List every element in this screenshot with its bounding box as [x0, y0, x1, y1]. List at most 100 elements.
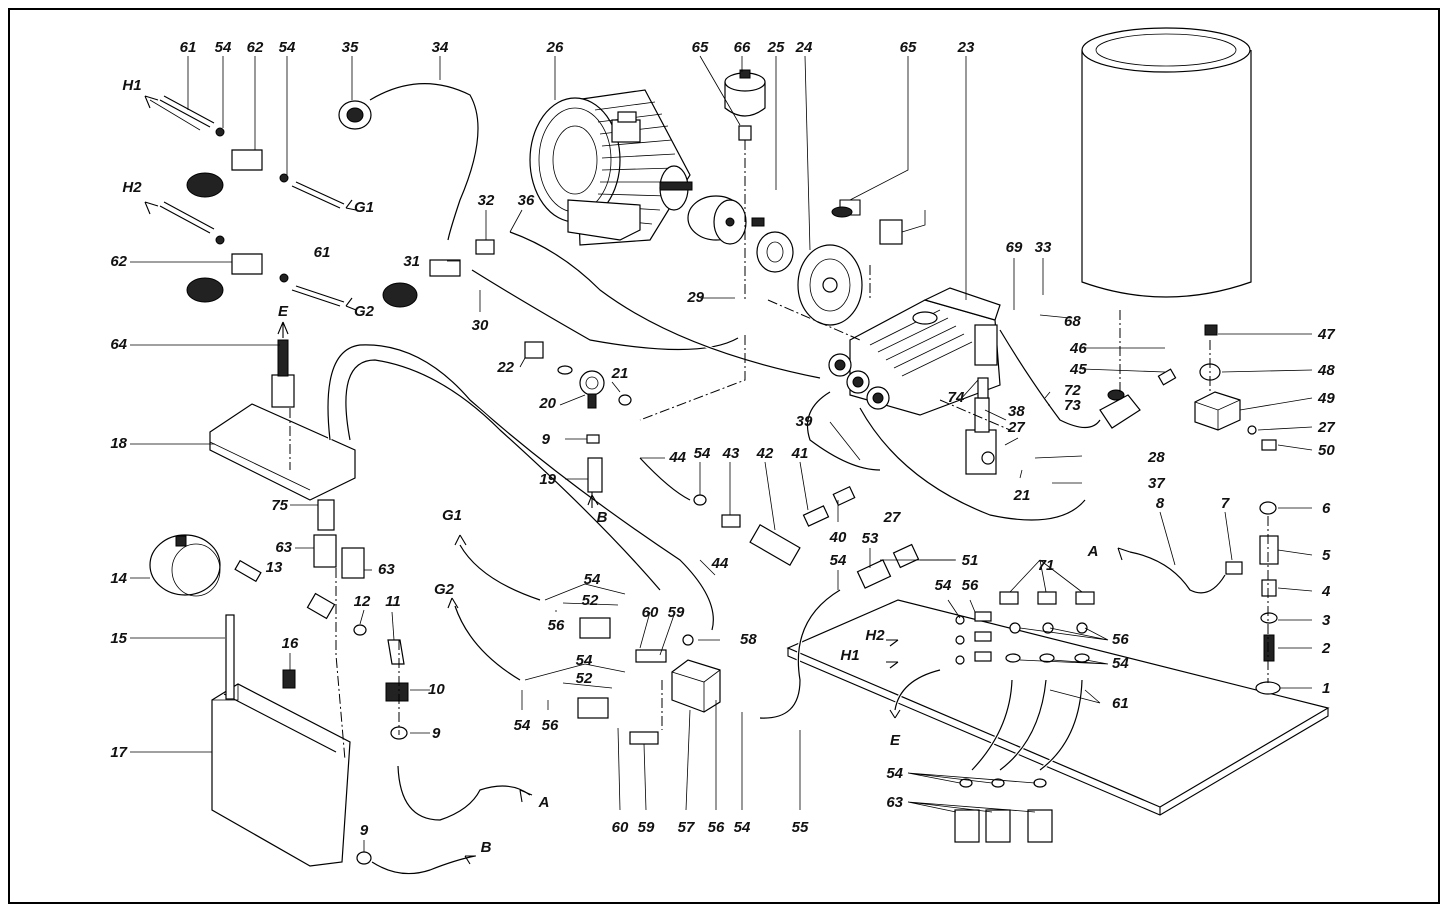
callout-13: 13	[266, 559, 283, 576]
callout-41: 41	[791, 445, 809, 462]
detergent-injector	[693, 485, 920, 589]
detergent-gauge	[338, 81, 480, 241]
callout-56-base: 56	[962, 577, 979, 594]
callout-52-lower: 52	[576, 670, 593, 687]
callout-8: 8	[1156, 495, 1165, 512]
callout-74: 74	[948, 389, 965, 406]
callout-34: 34	[432, 39, 449, 56]
callout-61-top: 61	[180, 39, 197, 56]
banjo-fitting	[524, 341, 632, 493]
hose-lines	[326, 230, 1227, 876]
callout-56-upper: 56	[548, 617, 565, 634]
callout-66: 65	[692, 39, 709, 56]
callout-25: 25	[767, 39, 785, 56]
callout-54-lower-left: 54	[514, 717, 531, 734]
callout-58: 58	[740, 631, 757, 648]
callout-52-upper: 52	[582, 592, 599, 609]
callout-54-top-b: 54	[279, 39, 296, 56]
callout-33: 33	[1035, 239, 1052, 256]
detergent-filter	[149, 534, 336, 620]
marker-g2-top: G2	[354, 303, 375, 320]
callout-42: 42	[756, 445, 774, 462]
pump-head	[828, 287, 1001, 416]
callout-37: 37	[1148, 475, 1165, 492]
callout-27-valve: 27	[1007, 419, 1025, 436]
callout-10: 10	[428, 681, 445, 698]
callout-56-lower-left: 56	[542, 717, 559, 734]
callout-18: 18	[110, 435, 127, 452]
callout-44-lower: 44	[711, 555, 729, 572]
callout-21-valve: 21	[1013, 487, 1031, 504]
callout-27-mid: 27	[883, 509, 901, 526]
marker-h1-base: H1	[840, 647, 859, 664]
callout-48: 48	[1317, 362, 1335, 379]
callout-9-bottom: 9	[360, 822, 369, 839]
marker-h1-top: H1	[122, 77, 141, 94]
callout-50: 50	[1318, 442, 1335, 459]
callout-12: 12	[354, 593, 371, 610]
callout-72: 72	[1064, 382, 1081, 399]
callout-3: 3	[1322, 612, 1331, 629]
bell-housing	[797, 244, 863, 326]
callout-22: 22	[496, 359, 514, 376]
coupling	[687, 195, 794, 273]
callout-60-upper: 60	[642, 604, 659, 621]
callout-71: 71	[1038, 557, 1055, 574]
base-plate	[786, 599, 1330, 816]
pressure-gauge	[724, 69, 766, 141]
callout-51: 51	[962, 552, 979, 569]
callout-62-top: 62	[247, 39, 264, 56]
rigid-tubes	[159, 95, 345, 307]
callout-54-mid: 54	[694, 445, 711, 462]
callout-4: 4	[1321, 583, 1331, 600]
callout-56-base-right: 56	[1112, 631, 1129, 648]
callout-11: 11	[385, 593, 401, 610]
detergent-fittings	[353, 624, 409, 865]
callout-47: 47	[1317, 326, 1335, 343]
callout-2: 2	[1321, 640, 1331, 657]
callout-36: 36	[518, 192, 535, 209]
callout-38: 38	[1008, 403, 1025, 420]
electric-motor	[529, 89, 693, 246]
marker-g1-mid: G1	[442, 507, 462, 524]
inlet-block	[1194, 324, 1277, 451]
marker-h2-base: H2	[865, 627, 885, 644]
callout-26: 26	[546, 39, 564, 56]
marker-b-mid: B	[597, 509, 608, 526]
callout-54-base-right: 54	[1112, 655, 1129, 672]
mounting-plate	[209, 339, 365, 579]
callout-54-outlet: 54	[886, 765, 903, 782]
distribution-block	[577, 617, 721, 745]
callout-46: 46	[1069, 340, 1087, 357]
marker-a-right: A	[1087, 543, 1099, 560]
outlet-fittings	[954, 778, 1053, 843]
marker-e-base: E	[890, 732, 901, 749]
callout-67: 66	[734, 39, 751, 56]
callout-1: 1	[1322, 680, 1330, 697]
callout-5: 5	[1322, 547, 1331, 564]
callout-19: 19	[539, 471, 556, 488]
marker-g2-mid: G2	[434, 581, 455, 598]
leader-lines	[130, 55, 1313, 852]
tee-fitting	[382, 239, 495, 308]
callout-43: 43	[722, 445, 740, 462]
float-valve-assembly	[1225, 501, 1281, 695]
marker-g1-top: G1	[354, 199, 374, 216]
detergent-tank	[211, 614, 351, 867]
callout-61-mid: 61	[314, 244, 331, 261]
callout-9-mid: 9	[542, 431, 551, 448]
callout-54-base: 54	[935, 577, 952, 594]
quick-coupling-h1	[149, 99, 289, 198]
callout-21-top: 21	[611, 365, 629, 382]
callout-53: 53	[862, 530, 879, 547]
callout-64: 64	[110, 336, 127, 353]
callout-49: 49	[1317, 390, 1335, 407]
callout-61-base: 61	[1112, 695, 1129, 712]
callout-44-upper: 44	[668, 449, 686, 466]
callout-28: 28	[1147, 449, 1165, 466]
callout-labels: 61 54 62 54 35 34 26 65 66 25 24 65 23 6…	[110, 39, 1335, 856]
callout-75: 75	[271, 497, 288, 514]
tank-outlet-fitting	[1099, 368, 1177, 429]
callout-31: 31	[403, 253, 420, 270]
callout-20: 20	[538, 395, 556, 412]
